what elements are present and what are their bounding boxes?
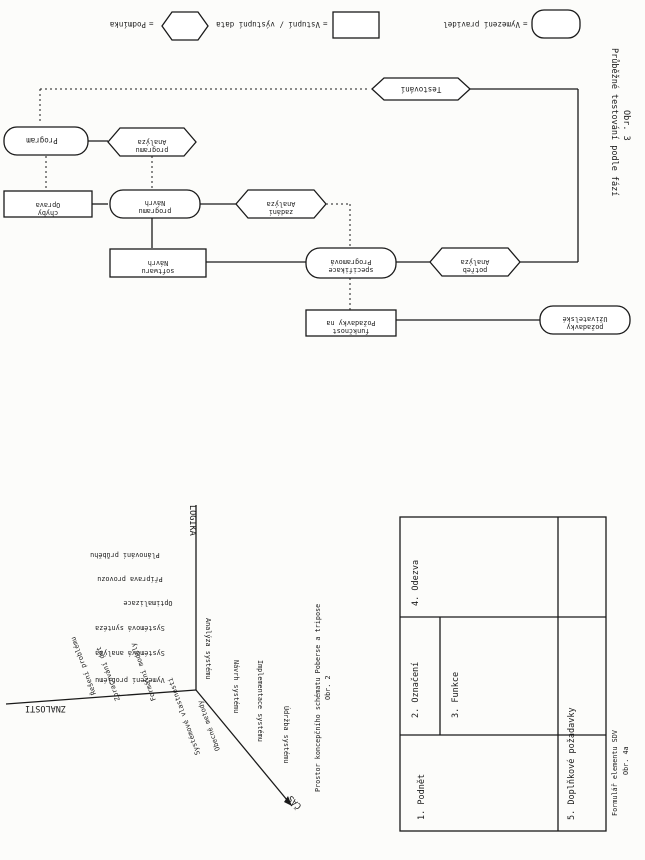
node-program-analysis bbox=[107, 127, 197, 157]
phase-label: Systémová analýza bbox=[95, 649, 165, 657]
knowledge-label: Řešení problému bbox=[68, 636, 97, 697]
node-user-requirements bbox=[539, 305, 631, 335]
node-requirements-analysis-l2: zadání bbox=[269, 208, 294, 216]
axis-time-label: ČAS bbox=[285, 793, 304, 812]
form-field-label: 2. Označení bbox=[410, 662, 421, 718]
node-testing bbox=[371, 77, 471, 101]
phase-label: Systémová syntéza bbox=[95, 624, 165, 632]
node-functional-requirements-l2: funkčnost bbox=[333, 327, 370, 335]
axis-knowledge-label: ZNALOSTI bbox=[25, 703, 66, 713]
time-steps: Analýza systému Návrh systému Implementa… bbox=[204, 618, 291, 763]
node-program-design-l2: programu bbox=[139, 207, 172, 215]
legend-data-label: Vstupní / výstupní data bbox=[216, 20, 320, 29]
legend-control-label: Podmínka bbox=[110, 20, 146, 29]
node-requirements-analysis-l1: Analýza bbox=[267, 200, 296, 208]
step-label: Návrh systému bbox=[232, 660, 240, 713]
node-user-requirements-l1: Uživatelské bbox=[562, 315, 607, 323]
node-software-design bbox=[109, 248, 207, 278]
sdv-form: 1. Podnět 2. Označení 3. Funkce 4. Odezv… bbox=[399, 516, 630, 832]
legend-equals-1: = bbox=[523, 19, 528, 28]
legend: Vymezení pravidel = Vstupní / výstupní d… bbox=[110, 9, 581, 41]
flowchart-caption: Průběžné testování podle fází bbox=[609, 48, 620, 196]
form-outline bbox=[399, 516, 607, 832]
form-field-response: 4. Odezva bbox=[411, 560, 421, 606]
axis-time-line bbox=[195, 689, 293, 807]
legend-data-shape bbox=[332, 11, 380, 39]
step-label: Implementace systému bbox=[256, 660, 264, 742]
form-caption: Formulář elementu SDV bbox=[611, 730, 619, 816]
form-field-stimulus: 1. Podnět bbox=[417, 774, 427, 820]
node-software-design-l2: softwaru bbox=[142, 267, 175, 275]
step-label: Analýza systému bbox=[204, 618, 212, 679]
cube-figure-number: Obr. 2 bbox=[324, 675, 332, 700]
axis-logic-label: LOGIKA bbox=[187, 505, 197, 536]
node-needs-analysis-l1: Analýza bbox=[461, 258, 490, 266]
knowledge-label: Obecné metody bbox=[196, 699, 222, 752]
axis-time-arrow bbox=[284, 796, 292, 806]
phase-label: Vymezení problému bbox=[95, 676, 165, 684]
flowchart-figure-number: Obr. 3 bbox=[621, 110, 631, 141]
node-specification-l1: Programová bbox=[331, 258, 372, 266]
step-label: Údržba systému bbox=[282, 706, 291, 763]
form-figure-number: Obr. 4a bbox=[622, 746, 630, 775]
node-program-design-l1: Návrh bbox=[145, 199, 165, 207]
node-user-requirements-l2: požadavky bbox=[567, 323, 604, 331]
legend-equals-2: = bbox=[323, 19, 328, 28]
phase-label: Plánování průběhu bbox=[90, 551, 160, 559]
node-testing-label: Testování bbox=[401, 85, 442, 94]
legend-equals-3: = bbox=[149, 19, 154, 28]
node-specification bbox=[305, 247, 397, 279]
cube-diagram: LOGIKA ZNALOSTI ČAS Vymezení problému Sy… bbox=[5, 505, 332, 812]
form-field-function: 3. Funkce bbox=[451, 672, 461, 718]
node-program-design bbox=[109, 189, 201, 219]
legend-process-label: Vymezení pravidel bbox=[443, 20, 520, 29]
node-needs-analysis bbox=[429, 247, 521, 277]
node-functional-requirements-l1: Požadavky na bbox=[326, 319, 375, 327]
axis-knowledge-line bbox=[5, 689, 197, 705]
node-error-correction-l2: chyby bbox=[38, 209, 58, 217]
node-program-analysis-l2: programu bbox=[136, 146, 169, 154]
phase-label: Optimalizace bbox=[123, 599, 172, 607]
node-program-label: Program bbox=[26, 136, 58, 145]
cube-caption: Prostor koncepčního schématu Poberse a t… bbox=[314, 604, 322, 792]
node-requirements-analysis bbox=[235, 189, 327, 219]
node-specification-l2: specifikace bbox=[328, 266, 373, 274]
node-program-analysis-l1: Analýza bbox=[138, 138, 167, 146]
node-needs-analysis-l2: potřeb bbox=[463, 266, 488, 274]
flowchart: Testování Program Analýza programu Oprav… bbox=[3, 48, 631, 337]
logic-phases: Vymezení problému Systémová analýza Syst… bbox=[90, 551, 172, 684]
node-program bbox=[3, 126, 89, 156]
phase-label: Příprava provozu bbox=[97, 575, 162, 583]
node-software-design-l1: Návrh bbox=[148, 259, 168, 267]
legend-control-shape bbox=[161, 11, 209, 41]
node-error-correction-l1: Oprava bbox=[36, 201, 61, 209]
form-field-extra-requirements: 5. Doplňkové požadavky bbox=[566, 707, 577, 820]
legend-process-shape bbox=[531, 9, 581, 39]
node-functional-requirements bbox=[305, 309, 397, 337]
node-error-correction bbox=[3, 190, 93, 218]
